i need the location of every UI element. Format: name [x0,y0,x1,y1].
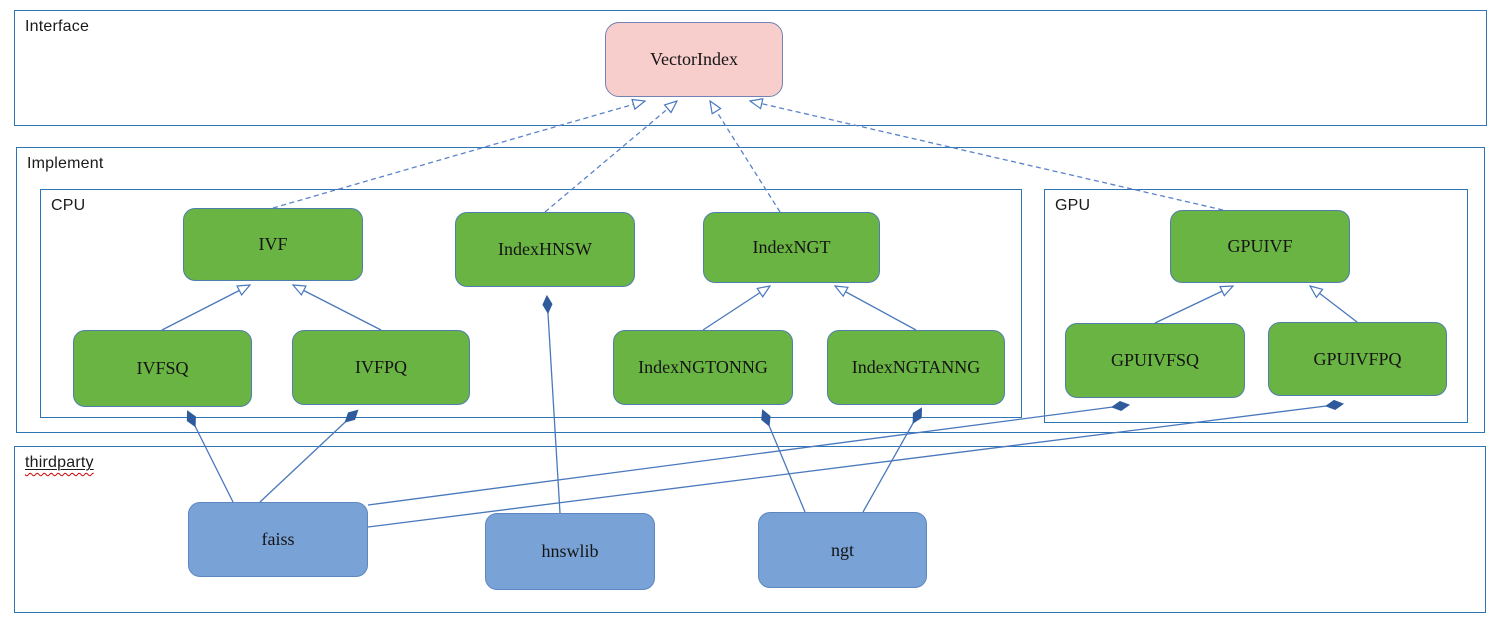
node-ivf: IVF [183,208,363,281]
node-indexngt-label: IndexNGT [752,237,831,257]
section-thirdparty-label-text: thirdparty [25,454,94,471]
node-gpuivf-label: GPUIVF [1227,236,1293,256]
section-cpu-label: CPU [51,197,86,214]
node-indexngtonng: IndexNGTONNG [613,330,793,405]
node-ivfpq: IVFPQ [292,330,470,405]
node-indexngtanng-label: IndexNGTANNG [851,357,981,377]
node-ngt-label: ngt [830,539,854,560]
node-gpuivf: GPUIVF [1170,210,1350,283]
node-indexngtanng: IndexNGTANNG [827,330,1005,405]
node-ivfsq: IVFSQ [73,330,252,407]
node-faiss-label: faiss [261,529,295,549]
node-hnswlib-label: hnswlib [541,541,599,561]
node-indexhnsw: IndexHNSW [455,212,635,287]
node-gpuivfsq: GPUIVFSQ [1065,323,1245,398]
node-ivfsq-label: IVFSQ [136,358,189,378]
section-gpu-label: GPU [1055,197,1091,214]
section-implement-label: Implement [27,155,104,172]
section-interface-label: Interface [25,18,90,35]
node-indexhnsw-label: IndexHNSW [498,239,592,259]
node-gpuivfpq-label: GPUIVFPQ [1313,348,1402,369]
node-indexngt: IndexNGT [703,212,880,283]
node-gpuivfsq-label: GPUIVFSQ [1110,350,1200,370]
section-thirdparty-label: thirdparty [25,454,94,472]
node-ivfpq-label: IVFPQ [354,357,407,377]
node-faiss: faiss [188,502,368,577]
node-ngt: ngt [758,512,927,588]
node-vectorindex-label: VectorIndex [650,49,738,69]
node-vectorindex: VectorIndex [605,22,783,97]
node-gpuivfpq: GPUIVFPQ [1268,322,1447,396]
node-ivf-label: IVF [258,234,288,254]
node-hnswlib: hnswlib [485,513,655,590]
node-indexngtonng-label: IndexNGTONNG [638,357,768,377]
